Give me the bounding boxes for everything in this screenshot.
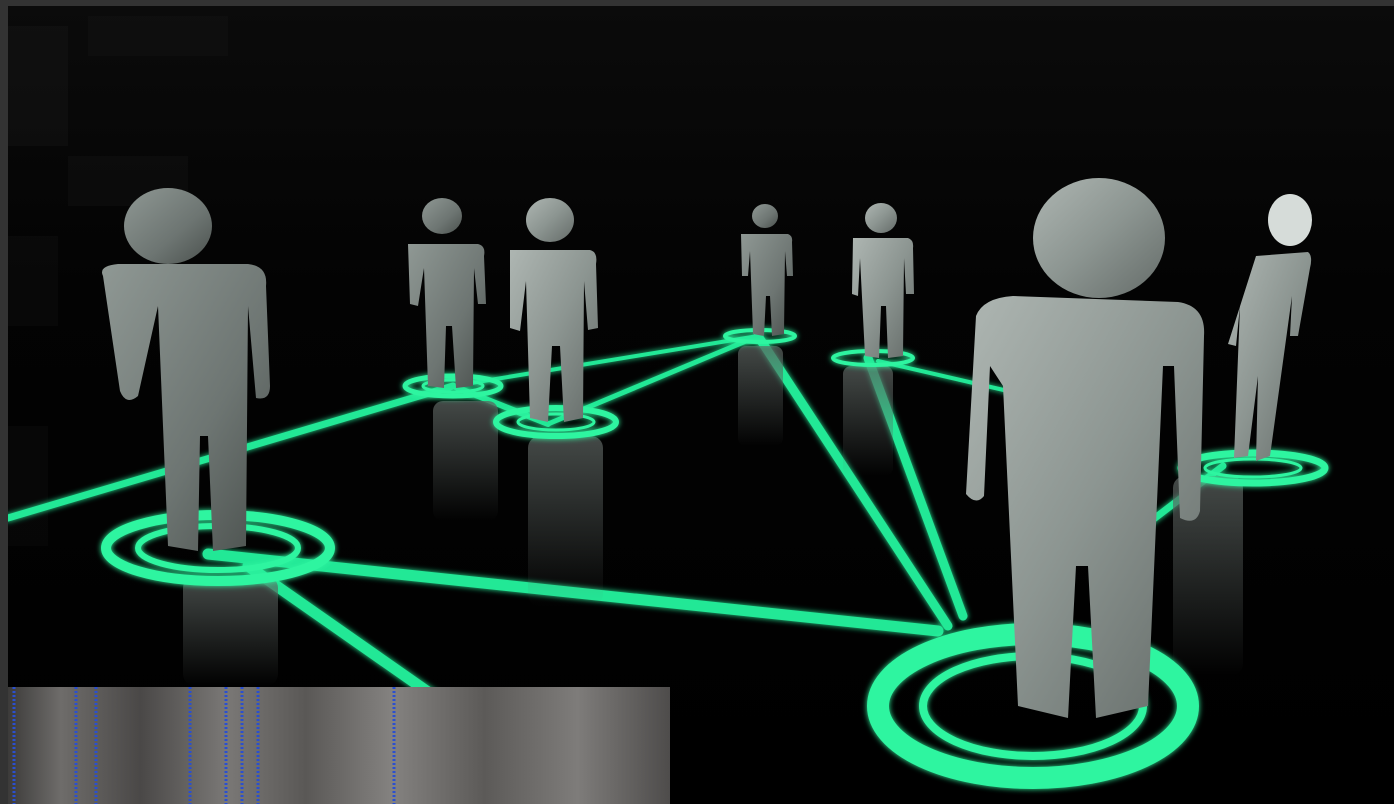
curtain-inset-photo bbox=[8, 687, 670, 804]
network-scene bbox=[8, 6, 1394, 804]
network-illustration bbox=[8, 6, 1394, 804]
curtain-background bbox=[8, 687, 670, 804]
curtain-illustration bbox=[8, 687, 670, 804]
